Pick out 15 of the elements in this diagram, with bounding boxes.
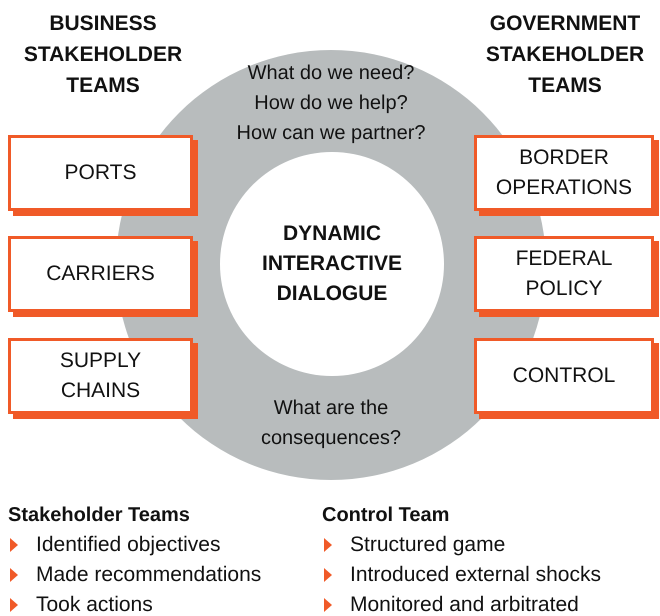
list-item: Introduced external shocks	[350, 562, 601, 588]
question-text: How do we help?	[253, 91, 409, 116]
question-text: What do we need?	[246, 61, 416, 86]
question-text: What are the consequences?	[260, 396, 402, 451]
list-item: Made recommendations	[36, 562, 262, 588]
list-item: Structured game	[350, 532, 506, 558]
list-item: Identified objectives	[36, 532, 220, 558]
list-item: Took actions	[36, 592, 153, 616]
column-heading: GOVERNMENT STAKEHOLDER TEAMS	[484, 11, 646, 99]
column-heading: BUSINESS STAKEHOLDER TEAMS	[22, 11, 184, 99]
question-text: How can we partner?	[236, 121, 426, 146]
list-heading: Stakeholder Teams	[8, 503, 190, 528]
list-heading: Control Team	[322, 503, 450, 528]
center-circle: DYNAMIC INTERACTIVE DIALOGUE	[220, 152, 444, 376]
list-item: Monitored and arbitrated	[350, 592, 579, 616]
